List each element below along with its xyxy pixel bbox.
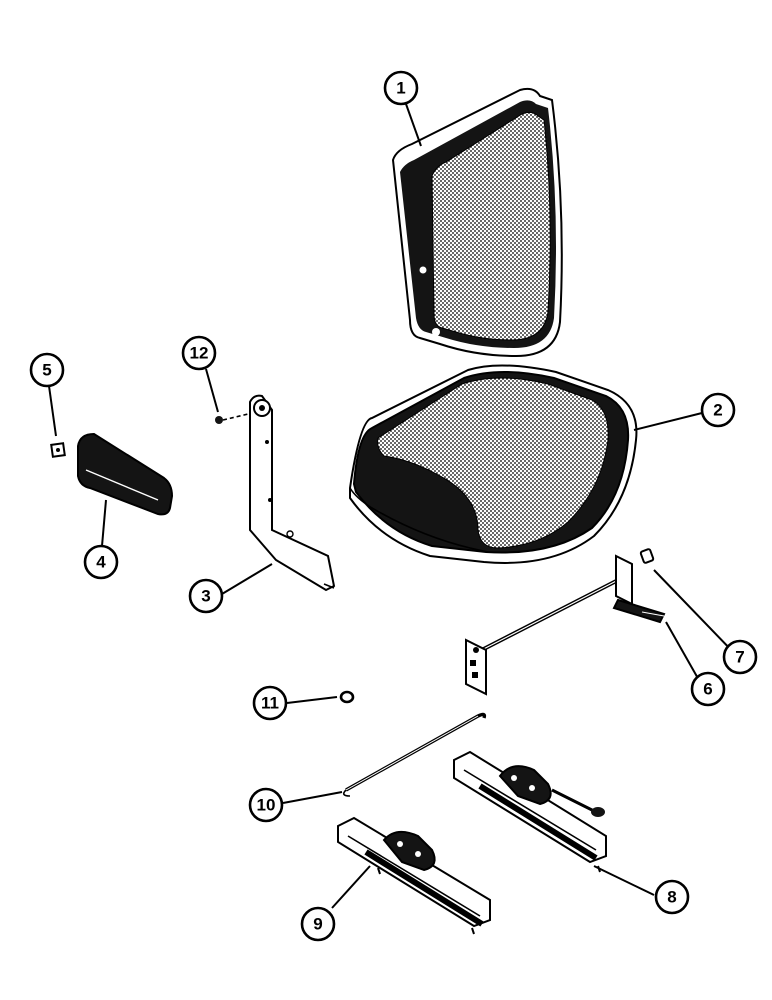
callout-6-label: 6 (703, 680, 712, 699)
plate-part-5 (50, 442, 66, 458)
adjustment-rod (465, 554, 666, 696)
callout-12: 12 (181, 335, 217, 371)
callout-9-label: 9 (313, 915, 322, 934)
callout-2: 2 (700, 392, 736, 428)
seat-track-left (337, 816, 491, 935)
callout-8: 8 (654, 879, 690, 915)
callout-5-label: 5 (42, 361, 51, 380)
armrest-pad (77, 432, 174, 516)
nut-part-11 (339, 690, 355, 704)
callout-9: 9 (300, 906, 336, 942)
clip-part-7 (639, 548, 655, 564)
linking-rod (342, 712, 487, 797)
screw-part-12 (215, 413, 249, 424)
callout-11-label: 11 (261, 694, 279, 713)
callout-5: 5 (29, 352, 65, 388)
callout-2-label: 2 (713, 401, 722, 420)
callout-4-label: 4 (96, 553, 106, 572)
callout-3: 3 (188, 578, 224, 614)
seat-bottom-cushion (349, 364, 638, 564)
seat-track-right (453, 750, 607, 873)
callout-10: 10 (248, 787, 284, 823)
callout-7-label: 7 (735, 648, 744, 667)
leader-lines (48, 103, 737, 909)
callout-4: 4 (83, 544, 119, 580)
callout-12-label: 12 (190, 344, 209, 363)
callout-11: 11 (252, 685, 288, 721)
callout-10-label: 10 (257, 796, 276, 815)
seat-back-cushion (391, 87, 563, 358)
callout-1: 1 (383, 70, 419, 106)
callout-6: 6 (690, 671, 726, 707)
callout-1-label: 1 (396, 79, 405, 98)
callout-8-label: 8 (667, 888, 676, 907)
callout-3-label: 3 (201, 587, 210, 606)
side-bracket (249, 394, 336, 592)
callout-7: 7 (722, 639, 758, 675)
